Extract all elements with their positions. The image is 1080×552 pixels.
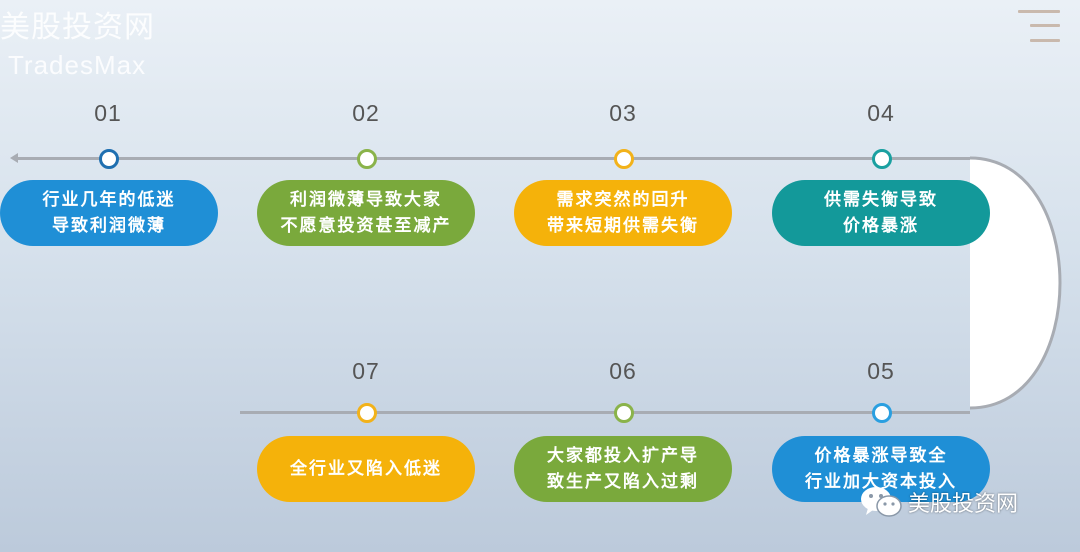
step-number-03: 03 — [609, 100, 637, 126]
step-card-06: 大家都投入扩产导 致生产又陷入过剩 — [514, 436, 732, 502]
step-card-04: 供需失衡导致 价格暴涨 — [772, 180, 990, 246]
step-number-04: 04 — [867, 100, 895, 126]
step-dot-04 — [872, 149, 892, 169]
step-card-07: 全行业又陷入低迷 — [257, 436, 475, 502]
step-card-01: 行业几年的低迷 导致利润微薄 — [0, 180, 218, 246]
watermark-title: 美股投资网 — [0, 10, 155, 45]
step-number-02: 02 — [352, 100, 380, 126]
wechat-label: 美股投资网 — [908, 492, 1019, 517]
arrow-left-icon — [10, 153, 18, 163]
watermark-subtitle: TradesMax — [8, 50, 147, 80]
step-dot-05 — [872, 403, 892, 423]
step-card-02: 利润微薄导致大家 不愿意投资甚至减产 — [257, 180, 475, 246]
step-dot-07 — [357, 403, 377, 423]
step-dot-06 — [614, 403, 634, 423]
step-number-05: 05 — [867, 358, 895, 384]
step-dot-02 — [357, 149, 377, 169]
step-number-01: 01 — [94, 100, 122, 126]
bottom-timeline-line — [240, 411, 970, 414]
step-dot-03 — [614, 149, 634, 169]
wechat-icon — [861, 487, 902, 517]
wechat-watermark: 美股投资网 — [860, 482, 1018, 522]
step-number-07: 07 — [352, 358, 380, 384]
step-card-03: 需求突然的回升 带来短期供需失衡 — [514, 180, 732, 246]
step-dot-01 — [99, 149, 119, 169]
u-turn-connector — [969, 156, 1062, 410]
step-number-06: 06 — [609, 358, 637, 384]
top-timeline-line — [14, 157, 972, 160]
menu-icon[interactable] — [1016, 8, 1062, 44]
